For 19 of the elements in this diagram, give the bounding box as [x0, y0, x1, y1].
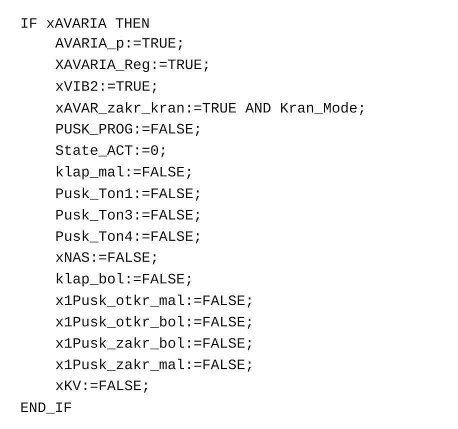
code-line: klap_bol:=FALSE;: [56, 273, 190, 286]
code-line: xKV:=FALSE;: [56, 380, 148, 393]
code-line: x1Pusk_zakr_bol:=FALSE;: [56, 337, 251, 350]
code-line: State_ACT:=0;: [56, 145, 164, 158]
code-line: x1Pusk_zakr_mal:=FALSE;: [56, 358, 251, 372]
code-line: klap_mal:=FALSE;: [56, 166, 190, 180]
code-line: Pusk_Ton3:=FALSE;: [56, 209, 199, 222]
code-keyword-line: IF xAVARIA THEN: [22, 18, 149, 28]
code-line: Pusk_Ton4:=FALSE;: [56, 230, 199, 244]
code-line: xVIB2:=TRUE;: [56, 81, 156, 94]
code-line: xNAS:=FALSE;: [56, 252, 156, 264]
code-line: PUSK_PROG:=FALSE;: [56, 124, 199, 136]
code-line: x1Pusk_otkr_mal:=FALSE;: [56, 294, 251, 308]
code-line: AVARIA_p:=TRUE;: [55, 38, 182, 51]
code-line: xAVAR_zakr_kran:=TRUE AND Kran_Mode;: [56, 102, 364, 116]
code-keyword-line: END_IF: [21, 402, 72, 414]
code-line: XAVARIA_Reg:=TRUE;: [55, 60, 208, 72]
code-line: Pusk_Ton1:=FALSE;: [56, 188, 199, 201]
code-line: x1Pusk_otkr_bol:=FALSE;: [56, 316, 251, 329]
